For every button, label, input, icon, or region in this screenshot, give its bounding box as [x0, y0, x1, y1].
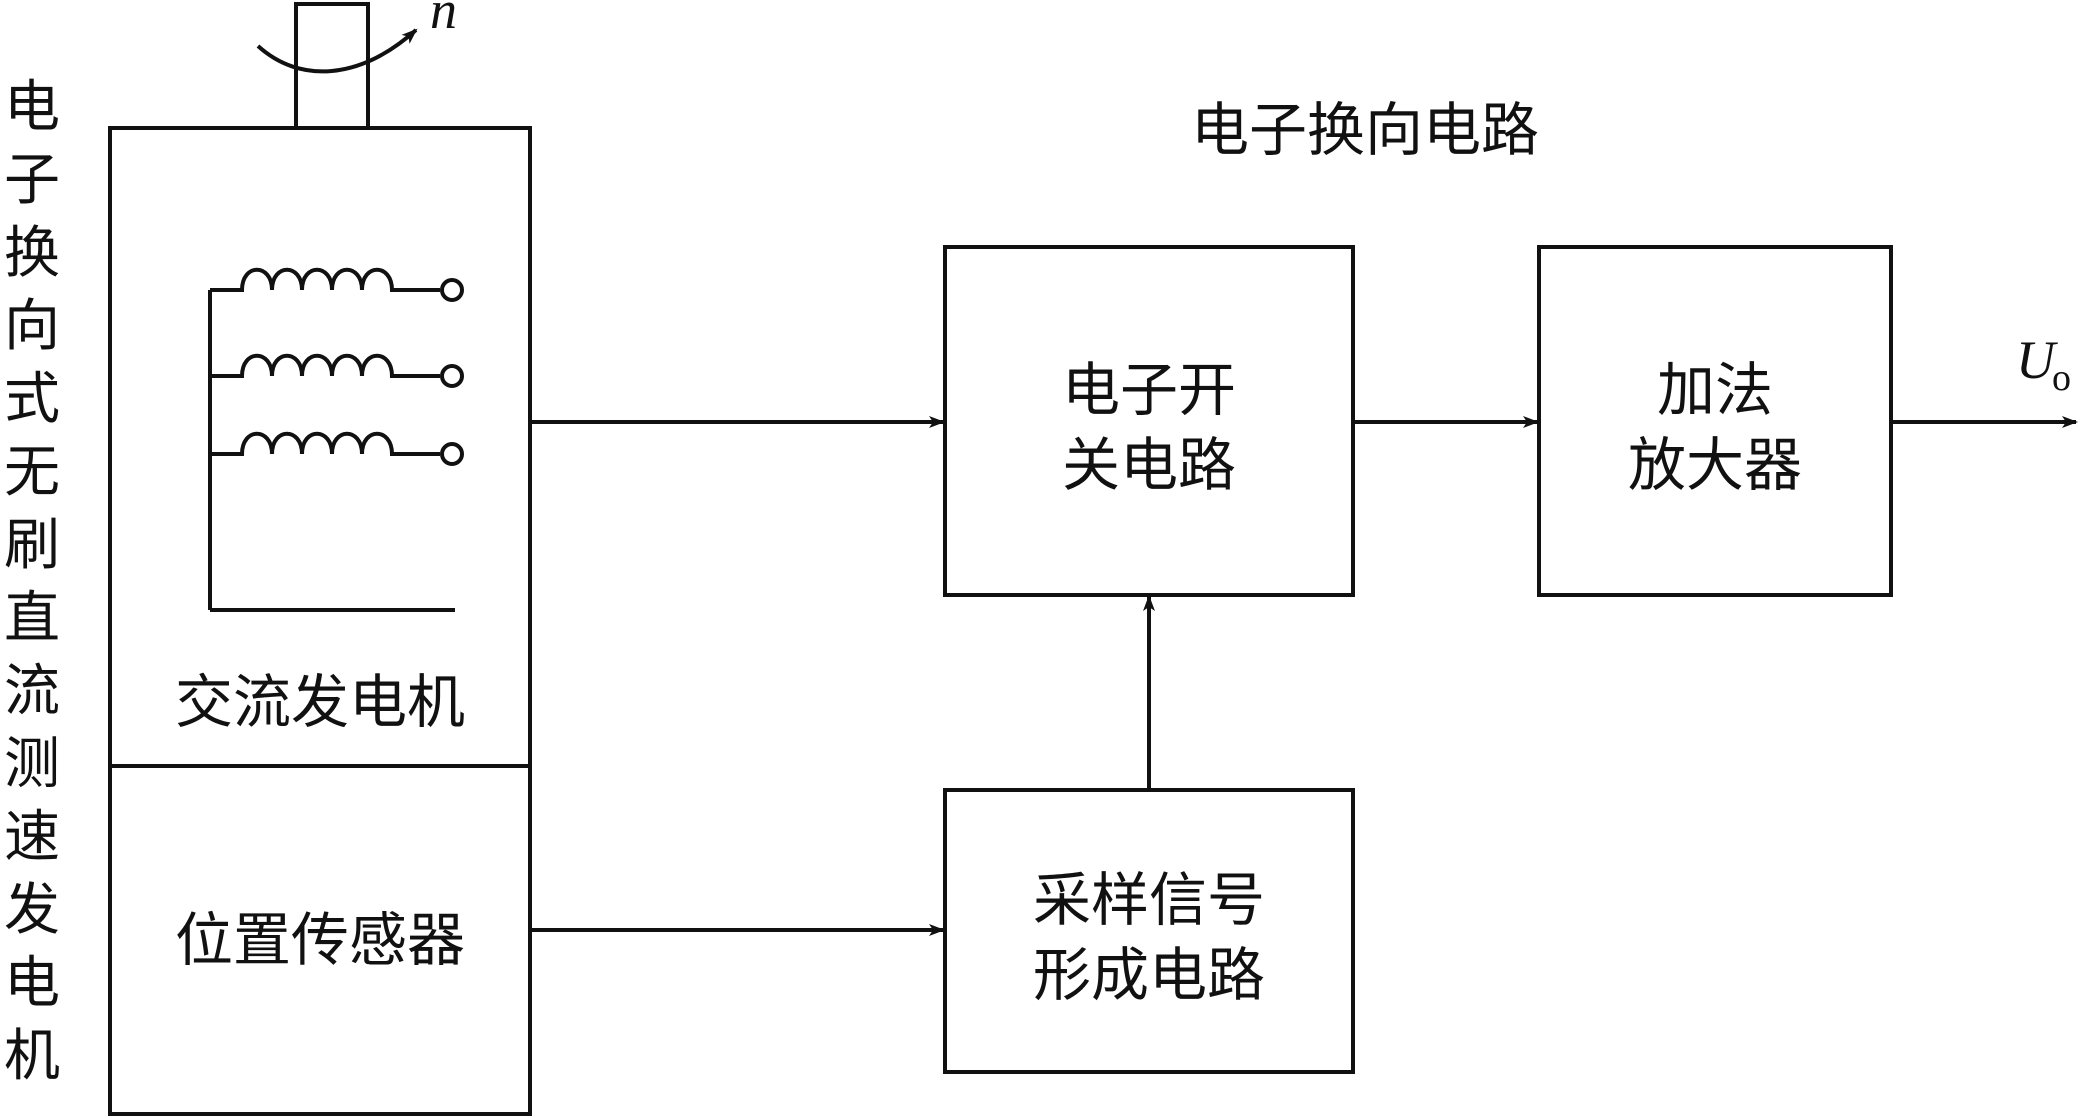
coil-1-terminal [440, 278, 464, 302]
vertical-title: 电 子 换 向 式 无 刷 直 流 测 速 发 电 机 [4, 75, 60, 1089]
adder-amplifier-label-line-1: 加法 [1657, 356, 1773, 424]
rotation-speed-label: n [430, 0, 457, 40]
coil-3-terminal [440, 442, 464, 466]
adder-amplifier-label-line-2: 放大器 [1628, 431, 1802, 499]
vertical-char: 子 [4, 148, 60, 213]
position-sensor-label: 位置传感器 [175, 906, 465, 974]
vertical-char: 无 [4, 440, 60, 505]
sampling-signal-label-line-1: 采样信号 [1033, 866, 1265, 934]
vertical-char: 机 [4, 1024, 60, 1089]
circuit-title: 电子换向电路 [1191, 96, 1539, 164]
output-label: U o [2016, 330, 2071, 399]
rotation-arrow [256, 28, 418, 74]
vertical-char: 换 [4, 221, 60, 286]
vertical-char: 速 [4, 805, 60, 870]
electronic-switch-label-line-1: 电子开 [1062, 356, 1236, 424]
shaft: n [256, 0, 457, 130]
sampling-signal-block: 采样信号 形成电路 [943, 788, 1355, 1074]
vertical-char: 测 [4, 732, 60, 797]
coil-3 [210, 431, 440, 456]
alternator-label: 交流发电机 [175, 668, 465, 736]
electronic-switch-label-line-2: 关电路 [1062, 431, 1236, 499]
vertical-char: 电 [4, 951, 60, 1016]
vertical-char: 刷 [4, 513, 60, 578]
vertical-char: 电 [4, 75, 60, 140]
generator-housing: 交流发电机 位置传感器 [108, 126, 532, 1116]
vertical-char: 式 [4, 367, 60, 432]
output-subscript: o [2052, 357, 2071, 399]
signal-connections [530, 416, 2078, 936]
coil-2-terminal [440, 364, 464, 388]
vertical-char: 流 [4, 659, 60, 724]
vertical-char: 向 [4, 294, 60, 359]
vertical-char: 直 [4, 586, 60, 651]
electronic-switch-block: 电子开 关电路 [943, 245, 1355, 597]
output-symbol: U [2016, 330, 2058, 390]
coil-windings [208, 267, 464, 612]
coil-2 [210, 353, 440, 378]
position-sensor-box [108, 764, 532, 1116]
sampling-signal-label-line-2: 形成电路 [1033, 941, 1265, 1009]
vertical-char: 发 [4, 878, 60, 943]
adder-amplifier-block: 加法 放大器 [1537, 245, 1893, 597]
coil-1 [210, 267, 440, 292]
